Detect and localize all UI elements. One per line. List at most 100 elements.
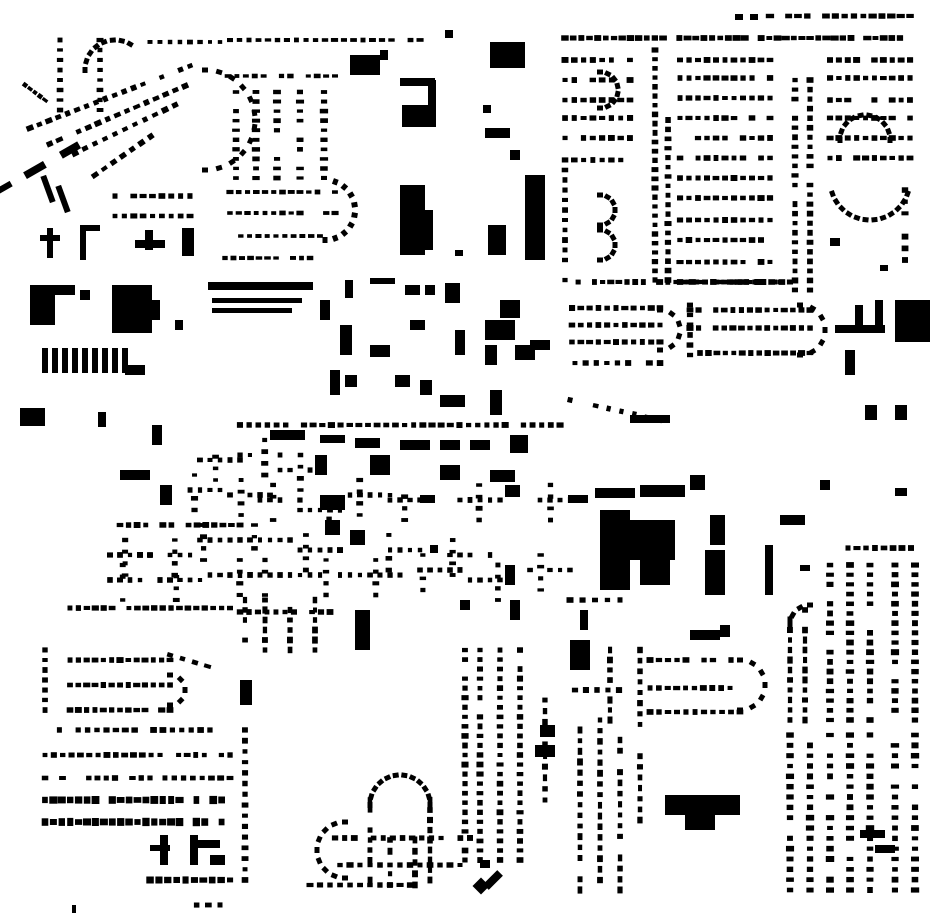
building	[496, 857, 504, 863]
building	[95, 752, 101, 758]
building	[392, 422, 399, 428]
building	[287, 190, 295, 194]
building	[217, 457, 223, 463]
building	[297, 464, 304, 469]
building	[331, 835, 339, 841]
building	[175, 818, 184, 827]
building	[595, 305, 602, 311]
building	[307, 467, 313, 473]
building	[56, 87, 64, 93]
building	[111, 775, 119, 781]
building	[240, 680, 252, 705]
building	[399, 835, 406, 841]
building	[158, 74, 165, 80]
building	[548, 517, 554, 523]
building	[566, 597, 574, 603]
building	[747, 325, 753, 331]
building	[686, 259, 693, 265]
building	[792, 134, 798, 141]
building	[647, 305, 655, 311]
building	[242, 607, 248, 613]
building	[137, 552, 143, 558]
building	[80, 290, 90, 300]
building	[806, 154, 814, 159]
building	[357, 882, 363, 888]
building	[730, 217, 738, 223]
building	[562, 227, 568, 233]
building	[786, 856, 794, 862]
building	[497, 819, 503, 825]
building	[806, 77, 814, 83]
building	[891, 698, 899, 704]
building	[618, 157, 624, 163]
building	[477, 723, 483, 730]
building	[764, 325, 771, 331]
building	[844, 97, 852, 103]
building	[425, 285, 435, 295]
building	[911, 591, 919, 597]
building	[287, 572, 293, 578]
building	[586, 339, 594, 345]
building	[846, 649, 854, 655]
building	[694, 279, 700, 285]
building	[241, 877, 249, 883]
building	[277, 452, 283, 458]
building	[67, 605, 73, 611]
building	[894, 204, 902, 213]
building	[792, 201, 798, 208]
building	[121, 125, 129, 133]
building	[594, 687, 600, 693]
building	[141, 116, 149, 123]
building	[758, 155, 764, 161]
building	[911, 876, 919, 883]
building	[320, 147, 328, 152]
building	[841, 120, 850, 128]
building	[831, 13, 839, 19]
building	[765, 13, 775, 19]
building	[505, 485, 520, 497]
building	[68, 752, 75, 758]
building	[420, 587, 426, 593]
building	[677, 195, 684, 201]
building	[757, 135, 765, 141]
building	[517, 800, 523, 806]
building	[252, 156, 260, 162]
building	[738, 325, 745, 331]
building	[597, 855, 603, 863]
building	[251, 535, 258, 539]
building	[159, 818, 167, 826]
building	[215, 164, 223, 172]
building	[274, 37, 281, 43]
building	[241, 834, 249, 840]
building	[695, 237, 701, 243]
building	[580, 610, 588, 630]
building	[787, 835, 793, 841]
building	[865, 405, 877, 420]
building	[157, 40, 163, 44]
building	[125, 658, 132, 662]
building	[907, 57, 914, 63]
building	[307, 507, 313, 513]
building	[695, 195, 701, 201]
building	[786, 866, 794, 873]
building	[217, 487, 223, 493]
building	[891, 581, 899, 588]
building	[92, 707, 98, 713]
building	[346, 862, 354, 868]
building	[710, 515, 725, 545]
building	[643, 35, 650, 41]
building	[792, 77, 798, 83]
building	[674, 657, 680, 663]
building	[330, 820, 339, 828]
building	[686, 312, 694, 318]
building	[116, 797, 125, 803]
building	[807, 192, 813, 197]
building	[844, 115, 851, 121]
building	[417, 547, 423, 553]
building	[617, 812, 623, 818]
building	[542, 697, 548, 703]
building	[217, 537, 223, 543]
building	[891, 805, 899, 810]
building	[150, 682, 156, 688]
